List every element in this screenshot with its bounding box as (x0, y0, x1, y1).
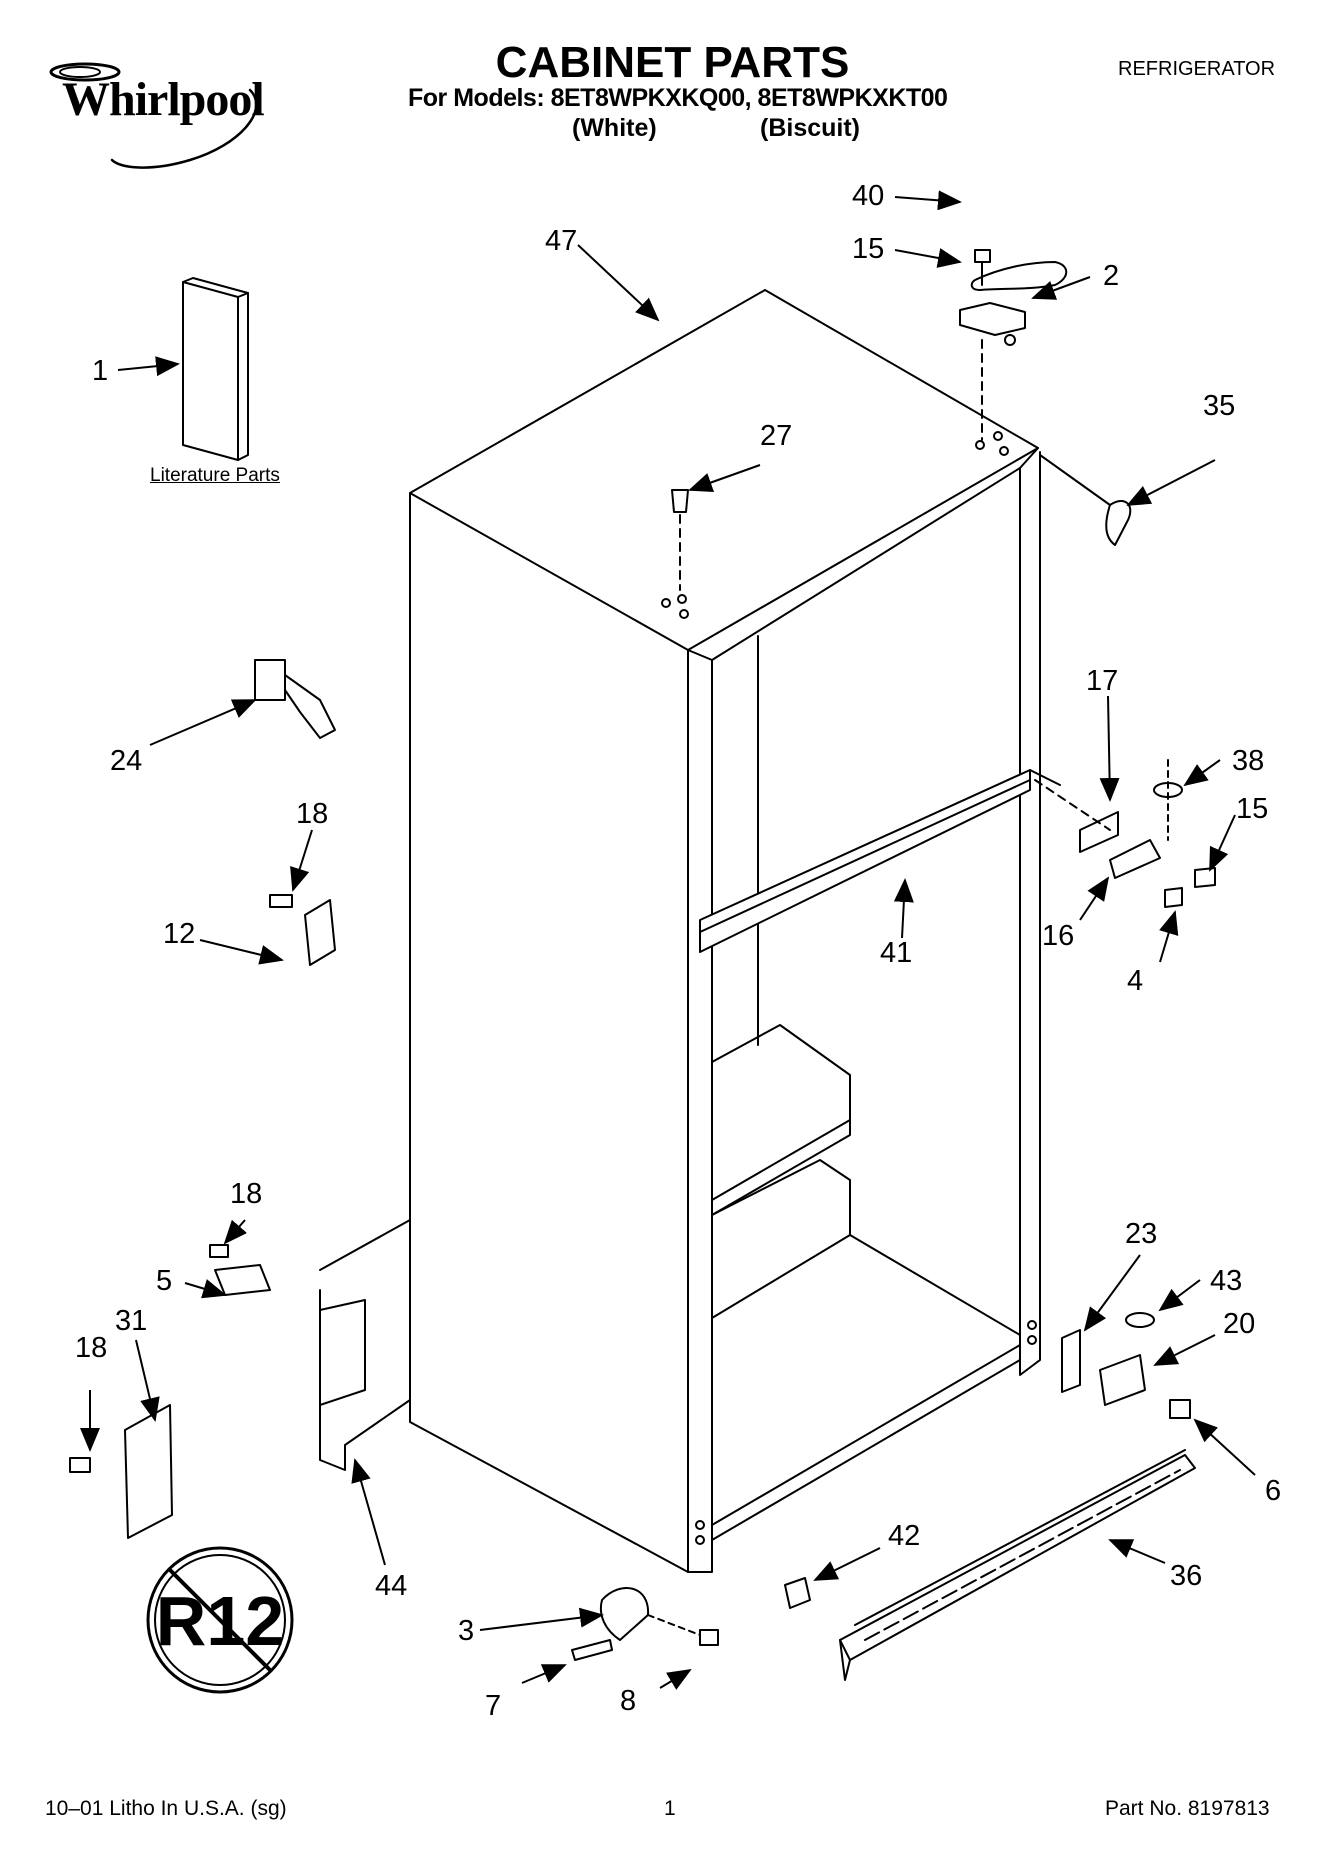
hinge-16 (1109, 839, 1161, 879)
models-line: For Models: 8ET8WPKXKQ00, 8ET8WPKXKT00 (408, 84, 948, 112)
hinge-17 (1079, 811, 1119, 853)
screw-15b (1194, 867, 1216, 888)
callout-18-left: 18 (75, 1332, 107, 1364)
screw-18c (69, 1457, 91, 1473)
footer-page-number: 1 (664, 1797, 676, 1820)
stamp-text: R12 (156, 1582, 284, 1660)
hinge-cover-40 (970, 261, 1068, 291)
product-label: REFRIGERATOR (1118, 58, 1276, 80)
callout-40: 40 (852, 180, 884, 212)
callout-1: 1 (92, 355, 108, 387)
grille-36 (839, 1454, 1196, 1661)
screw-18b (209, 1244, 229, 1258)
plug-27 (671, 489, 689, 513)
callout-41: 41 (880, 937, 912, 969)
whirlpool-logo-text: Whirlpool (62, 73, 265, 126)
callout-15-top: 15 (852, 233, 884, 265)
callout-24: 24 (110, 745, 142, 777)
hinge-23 (1061, 1329, 1081, 1393)
cabinet-body (409, 289, 1041, 1573)
callout-35: 35 (1203, 390, 1235, 422)
part-3 (600, 1587, 650, 1641)
screw-4 (1164, 887, 1183, 908)
callout-16: 16 (1042, 920, 1074, 952)
callout-31: 31 (115, 1305, 147, 1337)
panel-44 (319, 1299, 366, 1406)
page-title: CABINET PARTS (495, 38, 850, 87)
literature-parts-label: Literature Parts (150, 465, 280, 486)
footer-part-number: Part No. 8197813 (1105, 1797, 1270, 1820)
top-hinge-2 (959, 302, 1026, 336)
literature-book (182, 281, 239, 461)
washer-43 (1125, 1312, 1155, 1328)
screw-18a (269, 894, 293, 908)
callout-36: 36 (1170, 1560, 1202, 1592)
footer-litho: 10–01 Litho In U.S.A. (sg) (45, 1797, 287, 1820)
color-biscuit-label: (Biscuit) (760, 114, 860, 142)
no-r12-stamp-icon (146, 1546, 294, 1694)
callout-8: 8 (620, 1685, 636, 1717)
part-24 (254, 659, 286, 701)
callout-12: 12 (163, 918, 195, 950)
callout-6: 6 (1265, 1475, 1281, 1507)
callout-2: 2 (1103, 260, 1119, 292)
callout-7: 7 (485, 1690, 501, 1722)
callout-3: 3 (458, 1615, 474, 1647)
callout-15-mid: 15 (1236, 793, 1268, 825)
callout-20: 20 (1223, 1308, 1255, 1340)
callout-42: 42 (888, 1520, 920, 1552)
screw-6 (1169, 1399, 1191, 1419)
bracket-5 (214, 1264, 271, 1296)
color-white-label: (White) (572, 114, 657, 142)
callout-4: 4 (1127, 965, 1143, 997)
part-12 (304, 899, 336, 966)
callout-27: 27 (760, 420, 792, 452)
callout-18-upper: 18 (296, 798, 328, 830)
callout-17: 17 (1086, 665, 1118, 697)
cover-31 (124, 1404, 173, 1539)
part-35 (1105, 500, 1132, 546)
hinge-20 (1099, 1354, 1146, 1406)
whirlpool-swirl-icon (49, 62, 258, 169)
callout-23: 23 (1125, 1218, 1157, 1250)
pin-7 (571, 1639, 613, 1661)
callout-5: 5 (156, 1265, 172, 1297)
callout-38: 38 (1232, 745, 1264, 777)
callout-18-lower: 18 (230, 1178, 262, 1210)
part-42 (784, 1577, 811, 1609)
mullion-bar (699, 769, 1031, 953)
callout-43: 43 (1210, 1265, 1242, 1297)
callout-47: 47 (545, 225, 577, 257)
callout-44: 44 (375, 1570, 407, 1602)
screw-8 (699, 1629, 719, 1646)
